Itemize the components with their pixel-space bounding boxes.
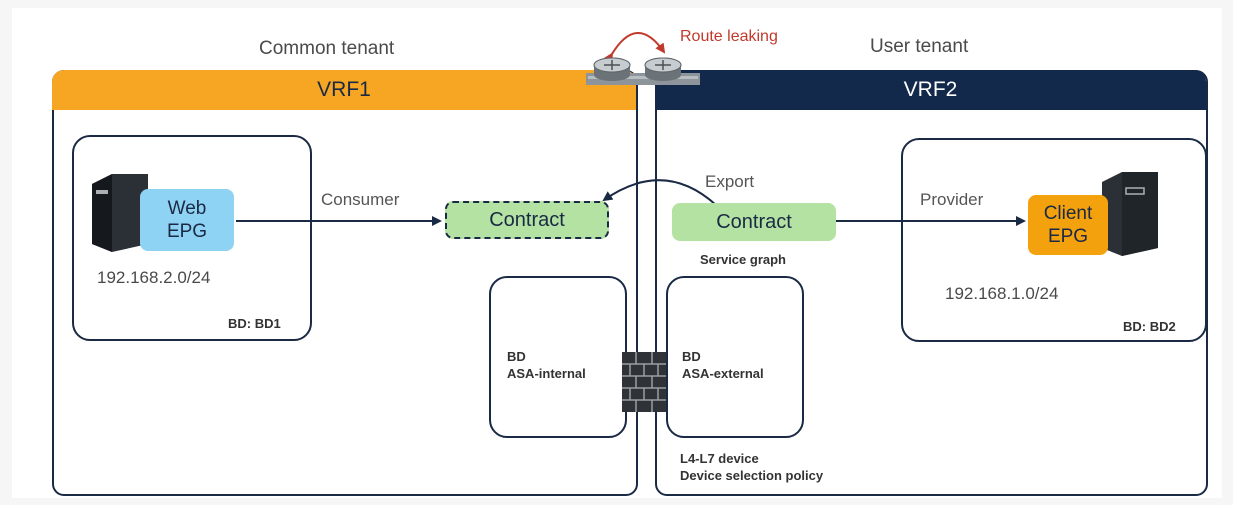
- firewall-icon: [622, 352, 666, 412]
- route-leaking-label: Route leaking: [680, 28, 778, 45]
- consumer-contract-label: Contract: [489, 208, 565, 231]
- export-arrow: [602, 179, 717, 206]
- diagram-graphics: [92, 32, 1158, 412]
- user-tenant-title: User tenant: [870, 36, 969, 57]
- export-label: Export: [705, 172, 755, 191]
- common-tenant-title: Common tenant: [259, 38, 395, 59]
- curved-arrow-icon: [603, 32, 666, 64]
- client-epg: Client EPG: [1028, 195, 1108, 255]
- device-label: L4-L7 device Device selection policy: [680, 450, 823, 484]
- router-icon: [586, 57, 700, 85]
- asa-internal-bd: [489, 276, 627, 438]
- vrf2-label: VRF2: [903, 78, 958, 101]
- service-graph-label: Service graph: [700, 252, 786, 267]
- device-line2: Device selection policy: [680, 468, 824, 483]
- web-subnet: 192.168.2.0/24: [97, 268, 211, 287]
- vrf1-header: VRF1: [52, 70, 636, 110]
- bd1-label: BD: BD1: [228, 316, 281, 331]
- provider-contract: Contract: [672, 203, 836, 241]
- asa-external-bd: [666, 276, 804, 438]
- consumer-label: Consumer: [321, 190, 400, 209]
- client-epg-line2: EPG: [1047, 226, 1089, 247]
- web-epg-line2: EPG: [166, 221, 208, 242]
- asa-external-line2: ASA-external: [682, 366, 764, 381]
- consumer-contract: Contract: [445, 201, 609, 239]
- asa-internal-label: BD ASA-internal: [507, 348, 586, 382]
- provider-contract-label: Contract: [716, 210, 792, 233]
- asa-external-label: BD ASA-external: [682, 348, 764, 382]
- vrf2-header: VRF2: [655, 70, 1206, 110]
- asa-external-line1: BD: [682, 349, 701, 364]
- bd2-label: BD: BD2: [1123, 319, 1176, 334]
- asa-internal-line1: BD: [507, 349, 526, 364]
- client-epg-line1: Client: [1043, 203, 1093, 224]
- server-icon: [92, 174, 148, 252]
- device-line1: L4-L7 device: [680, 451, 759, 466]
- web-epg: Web EPG: [140, 189, 234, 251]
- web-epg-line1: Web: [167, 198, 207, 219]
- server-icon: [1102, 172, 1158, 256]
- provider-label: Provider: [920, 190, 984, 209]
- asa-internal-line2: ASA-internal: [507, 366, 586, 381]
- client-subnet: 192.168.1.0/24: [945, 284, 1059, 303]
- vrf1-label: VRF1: [317, 78, 371, 101]
- router-icon: [644, 57, 682, 81]
- diagram-canvas: Common tenant User tenant Route leaking …: [12, 8, 1222, 498]
